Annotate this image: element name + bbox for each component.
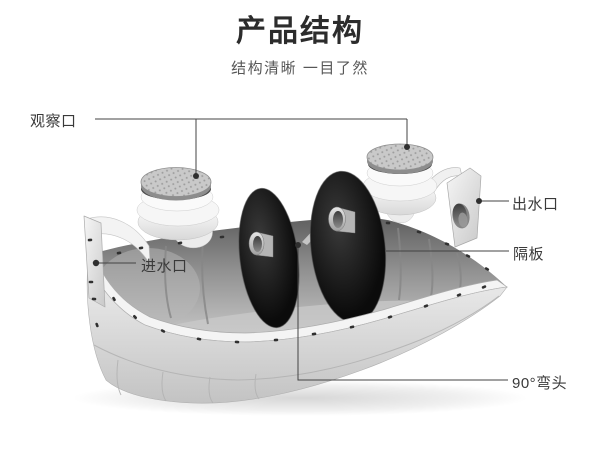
page-subtitle: 结构清晰 一目了然 [231, 60, 369, 77]
outlet-bracket [424, 167, 482, 248]
callout-line-observation [95, 118, 408, 174]
label-partition: 隔板 [513, 246, 545, 263]
page-title: 产品结构 [236, 15, 364, 48]
callout-anchor-dots [92, 144, 482, 267]
elbow-stub-1 [248, 231, 274, 258]
lid2-textured-top [366, 143, 434, 171]
inlet-arch [86, 216, 151, 265]
rim-bolts [87, 221, 490, 344]
lid1-textured-top [140, 167, 212, 197]
label-observation-port: 观察口 [30, 113, 77, 130]
shell-seams [93, 295, 500, 404]
interior-ribs [164, 227, 462, 325]
observation-lid-1 [136, 167, 220, 248]
label-water-inlet: 进水口 [141, 258, 188, 275]
callout-lines [95, 118, 509, 381]
callout-line-elbow [297, 245, 508, 381]
observation-lid-2 [362, 143, 438, 224]
elbow-stub-2 [328, 206, 356, 234]
label-water-outlet: 出水口 [512, 196, 559, 213]
label-elbow-90: 90°弯头 [512, 375, 568, 392]
